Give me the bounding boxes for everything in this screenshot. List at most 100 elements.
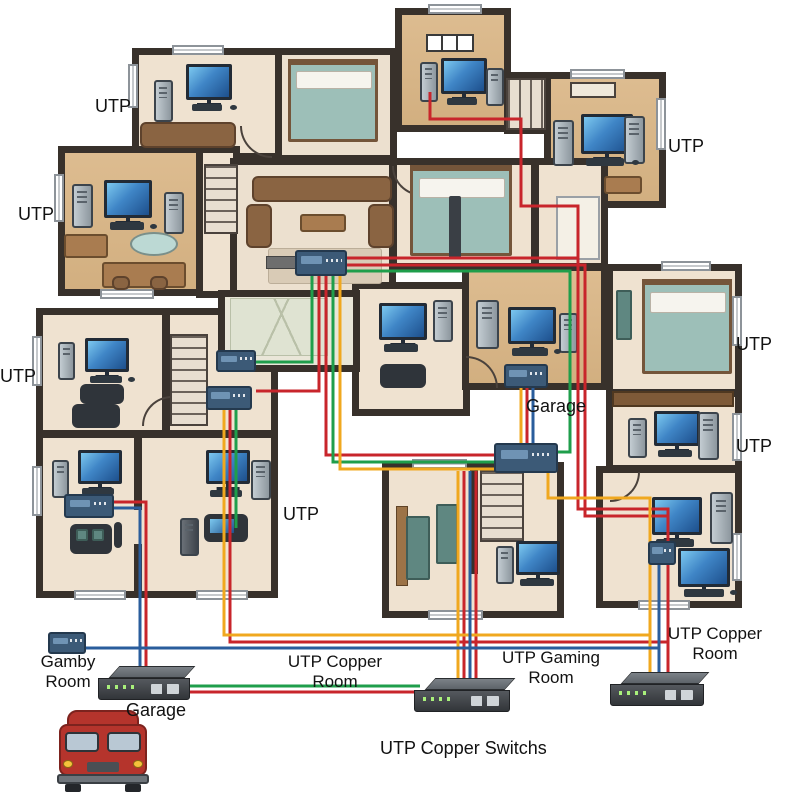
gaming-room-switch: [494, 443, 558, 473]
computer-monitor: [186, 64, 232, 100]
computer-monitor: [379, 303, 427, 340]
pc-tower: [628, 418, 647, 458]
desk: [64, 234, 108, 258]
stairs-left-building: [170, 334, 208, 426]
garage-room-switch: [504, 364, 548, 388]
truck-windshield-right: [107, 732, 141, 752]
bedroom-small-switch: [648, 541, 676, 565]
speaker-shelf: [570, 82, 616, 98]
keyboard: [586, 158, 624, 166]
mouse: [230, 105, 237, 110]
label-garage-upper: Garage: [526, 396, 587, 416]
panel-screen: [76, 529, 88, 541]
bed: [410, 165, 512, 256]
coffee-table: [300, 214, 346, 232]
phone-handset: [114, 522, 122, 548]
truck-wheel-left: [65, 784, 81, 792]
pc-tower: [710, 492, 733, 544]
mouse: [150, 224, 157, 229]
label-utp-left-building: UTP: [0, 366, 36, 386]
window: [54, 174, 64, 222]
label-utp-copper-room-center: UTP Copper Room: [287, 652, 383, 692]
gamepad: [72, 404, 120, 428]
wall-segment: [43, 430, 271, 438]
label-gamby-room: Gamby Room: [40, 652, 96, 692]
computer-monitor: [104, 180, 152, 218]
keyboard: [90, 376, 122, 383]
living-room-switch: [295, 250, 347, 276]
bed: [642, 279, 732, 374]
pc-tower: [164, 192, 184, 234]
pc-tower: [496, 546, 514, 584]
computer-monitor: [85, 338, 129, 372]
tv: [449, 196, 461, 258]
window: [661, 261, 711, 271]
computer-monitor: [654, 411, 700, 446]
locker: [406, 516, 430, 580]
pc-tower: [559, 313, 578, 353]
keyboard: [658, 450, 692, 457]
computer-monitor: [516, 541, 560, 575]
label-garage-lower: Garage: [126, 700, 187, 720]
label-utp-right-middle: UTP: [736, 436, 772, 456]
pc-tower: [52, 460, 69, 498]
rack-top: [108, 666, 196, 678]
wall-segment: [134, 544, 142, 594]
pc-tower: [698, 412, 719, 460]
keyboard: [447, 98, 477, 105]
window: [732, 413, 742, 461]
garage-rack-switch: [98, 666, 196, 700]
window: [732, 296, 742, 346]
label-utp-left-office: UTP: [18, 204, 54, 224]
pc-tower: [420, 62, 438, 102]
computer-monitor: [206, 450, 250, 484]
truck-headlight-right: [133, 760, 143, 768]
pc-tower: [553, 120, 574, 166]
pc-tower: [486, 68, 504, 106]
wall-picture: [426, 34, 474, 52]
label-utp-copper-switches: UTP Copper Switchs: [380, 738, 547, 758]
rack-top: [620, 672, 710, 684]
sink-sketch: [230, 298, 328, 356]
stairs-top: [506, 78, 546, 130]
dining-table: [130, 232, 178, 256]
right-rack-switch: [610, 672, 710, 706]
pc-tower: [476, 300, 499, 349]
keyboard: [82, 488, 114, 495]
computer-monitor: [508, 307, 556, 344]
label-utp-gaming-room: UTP Gaming Room: [502, 648, 600, 688]
window: [656, 98, 666, 150]
label-utp-basement: UTP: [283, 504, 319, 524]
window: [428, 610, 483, 620]
window: [196, 590, 248, 600]
chair: [112, 276, 130, 290]
switch-uplink-arm: [266, 256, 298, 269]
red-truck: [55, 710, 151, 794]
rack-front: [414, 690, 510, 712]
keyboard: [210, 490, 242, 497]
pc-tower: [72, 184, 93, 228]
rack-front: [98, 678, 190, 700]
keyboard: [512, 348, 548, 356]
hall-lower-switch: [206, 386, 252, 410]
keyboard: [684, 589, 724, 597]
label-utp-right-bedroom: UTP: [736, 334, 772, 354]
stairs-bottom-center: [480, 470, 524, 542]
laptop-screen: [210, 519, 234, 533]
sofa: [368, 204, 394, 248]
window: [74, 590, 126, 600]
wall-segment: [470, 468, 478, 574]
dresser: [604, 176, 642, 194]
pc-tower: [154, 80, 173, 122]
computer-monitor: [78, 450, 122, 484]
window: [128, 64, 138, 108]
keyboard: [110, 222, 144, 230]
computer-monitor: [678, 548, 730, 587]
locker: [616, 290, 632, 340]
pc-tower: [58, 342, 75, 380]
pc-tower: [180, 518, 199, 556]
pc-tower: [433, 300, 453, 342]
bed: [288, 59, 378, 142]
window: [428, 4, 482, 14]
